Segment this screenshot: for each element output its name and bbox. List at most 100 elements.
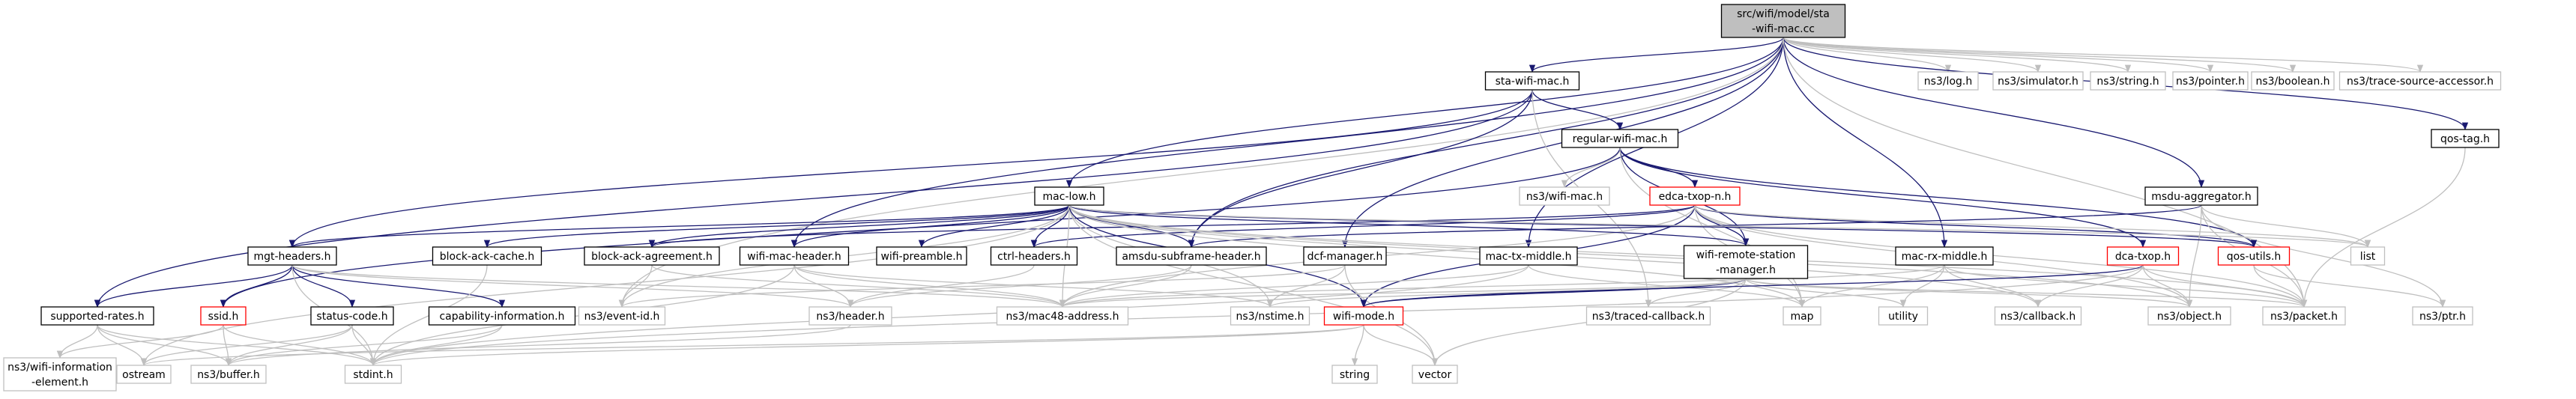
edge-layer <box>56 37 2469 367</box>
edge-mgt-headers-to-ns3-mac48-address <box>291 264 1065 308</box>
edge-dca-txop-to-ns3-packet <box>2142 264 2308 308</box>
node-box <box>1683 245 1809 279</box>
node-label: stdint.h <box>353 369 393 381</box>
node-label: block-ack-agreement.h <box>591 251 713 263</box>
node-ns3-boolean[interactable]: ns3/boolean.h <box>2251 71 2335 91</box>
node-ssid[interactable]: ssid.h <box>200 306 247 326</box>
node-box <box>2147 306 2231 326</box>
node-ns3-header[interactable]: ns3/header.h <box>808 306 892 326</box>
node-stdint[interactable]: stdint.h <box>344 365 402 384</box>
edge-supported-rates-to-ns3-buffer <box>97 324 232 367</box>
edge-mac-low-to-ctrl-headers <box>1030 204 1070 249</box>
node-label: ns3/ptr.h <box>2419 311 2466 323</box>
node-map[interactable]: map <box>1783 306 1821 326</box>
node-mac-tx-middle[interactable]: mac-tx-middle.h <box>1479 246 1578 266</box>
node-wifi-mode[interactable]: wifi-mode.h <box>1323 306 1404 326</box>
node-ctrl-headers[interactable]: ctrl-headers.h <box>990 246 1078 266</box>
node-box <box>2217 246 2291 266</box>
node-utility[interactable]: utility <box>1878 306 1929 326</box>
node-ns3-wifi-information-element[interactable]: ns3/wifi-information-element.h <box>3 357 117 392</box>
node-ns3-pointer[interactable]: ns3/pointer.h <box>2172 71 2249 91</box>
node-supported-rates[interactable]: supported-rates.h <box>40 306 154 326</box>
node-capability-information[interactable]: capability-information.h <box>428 306 576 326</box>
node-wifi-mac-header[interactable]: wifi-mac-header.h <box>739 246 850 266</box>
node-ns3-callback[interactable]: ns3/callback.h <box>1994 306 2082 326</box>
node-box <box>2090 71 2166 91</box>
node-label: msdu-aggregator.h <box>2151 191 2251 203</box>
edge-edca-txop-n-to-block-ack-agreement <box>649 204 1696 249</box>
node-mac-rx-middle[interactable]: mac-rx-middle.h <box>1895 246 1994 266</box>
node-ns3-simulator[interactable]: ns3/simulator.h <box>1992 71 2084 91</box>
node-vector[interactable]: vector <box>1412 365 1458 384</box>
edge-dcf-manager-to-ns3-event-id <box>619 264 1346 308</box>
node-ns3-event-id[interactable]: ns3/event-id.h <box>578 306 666 326</box>
node-box <box>3 357 117 392</box>
node-ns3-ptr[interactable]: ns3/ptr.h <box>2412 306 2473 326</box>
edge-ssid-to-ns3-wifi-information-element <box>56 324 224 359</box>
node-label: string <box>1340 369 1370 381</box>
edge-msdu-aggregator-to-ns3-ptr <box>2201 204 2446 308</box>
node-dca-txop[interactable]: dca-txop.h <box>2106 246 2180 266</box>
edge-wifi-mode-to-string <box>1351 324 1364 367</box>
node-block-ack-agreement[interactable]: block-ack-agreement.h <box>584 246 720 266</box>
node-box <box>1917 71 1979 91</box>
node-box <box>1585 306 1711 326</box>
node-ns3-mac48-address[interactable]: ns3/mac48-address.h <box>996 306 1129 326</box>
edge-mgt-headers-to-supported-rates <box>94 264 293 308</box>
node-box <box>2144 186 2258 206</box>
edge-wifi-remote-station-manager-to-ns3-traced-callback <box>1645 278 1747 308</box>
node-msdu-aggregator[interactable]: msdu-aggregator.h <box>2144 186 2258 206</box>
node-box <box>2172 71 2249 91</box>
edge-mac-low-to-vector <box>1068 204 1439 367</box>
node-status-code[interactable]: status-code.h <box>310 306 394 326</box>
node-box <box>1992 71 2084 91</box>
edge-mac-low-to-map <box>1068 204 1806 308</box>
node-block-ack-cache[interactable]: block-ack-cache.h <box>432 246 542 266</box>
node-label: ns3/mac48-address.h <box>1006 311 1119 323</box>
node-ns3-wifi-mac[interactable]: ns3/wifi-mac.h <box>1519 186 1610 206</box>
node-string[interactable]: string <box>1331 365 1378 384</box>
edge-sta-wifi-mac-to-supported-rates <box>94 89 1533 308</box>
node-label: ns3/simulator.h <box>1998 76 2078 88</box>
edge-mgt-headers-to-ns3-header <box>291 264 853 308</box>
node-ns3-object[interactable]: ns3/object.h <box>2147 306 2231 326</box>
edge-mac-rx-middle-to-ns3-mac48-address <box>1059 264 1945 308</box>
node-box <box>1994 306 2082 326</box>
node-sta-wifi-mac[interactable]: sta-wifi-mac.h <box>1484 71 1580 91</box>
node-dcf-manager[interactable]: dcf-manager.h <box>1303 246 1387 266</box>
edge-mgt-headers-to-capability-information <box>291 264 506 308</box>
node-edca-txop-n[interactable]: edca-txop-n.h <box>1649 186 1741 206</box>
node-ns3-traced-callback[interactable]: ns3/traced-callback.h <box>1585 306 1711 326</box>
node-mgt-headers[interactable]: mgt-headers.h <box>247 246 337 266</box>
edge-amsdu-subframe-header-to-ns3-mac48-address <box>1059 264 1192 308</box>
node-ns3-buffer[interactable]: ns3/buffer.h <box>190 365 267 384</box>
node-ns3-log[interactable]: ns3/log.h <box>1917 71 1979 91</box>
node-label: utility <box>1888 311 1918 323</box>
node-label: ns3/log.h <box>1924 76 1972 88</box>
node-qos-utils[interactable]: qos-utils.h <box>2217 246 2291 266</box>
node-qos-tag[interactable]: qos-tag.h <box>2431 129 2500 148</box>
edge-sta-wifi-mac-to-regular-wifi-mac <box>1532 89 1624 131</box>
node-label: ns3/object.h <box>2157 311 2222 323</box>
node-wifi-remote-station-manager[interactable]: wifi-remote-station-manager.h <box>1683 245 1809 279</box>
node-amsdu-subframe-header[interactable]: amsdu-subframe-header.h <box>1116 246 1267 266</box>
node-mac-low[interactable]: mac-low.h <box>1034 186 1104 206</box>
node-list[interactable]: list <box>2350 246 2386 266</box>
node-ns3-packet[interactable]: ns3/packet.h <box>2262 306 2346 326</box>
node-label: ctrl-headers.h <box>997 251 1071 263</box>
node-ns3-nstime[interactable]: ns3/nstime.h <box>1230 306 1310 326</box>
node-ostream[interactable]: ostream <box>116 365 172 384</box>
node-regular-wifi-mac[interactable]: regular-wifi-mac.h <box>1561 129 1679 148</box>
edge-wifi-mode-to-stdint <box>370 324 1364 367</box>
node-ns3-string[interactable]: ns3/string.h <box>2090 71 2166 91</box>
node-label: ns3/header.h <box>816 311 884 323</box>
edge-mac-low-to-wifi-mac-header <box>790 204 1070 249</box>
node-box <box>1649 186 1741 206</box>
node-wifi-preamble[interactable]: wifi-preamble.h <box>876 246 967 266</box>
edge-capability-information-to-stdint <box>369 324 503 367</box>
node-label: ns3/wifi-information <box>7 362 112 374</box>
node-root[interactable]: src/wifi/model/sta-wifi-mac.cc <box>1720 4 1846 38</box>
edge-mac-low-to-list <box>1068 204 2371 249</box>
node-label: ns3/pointer.h <box>2176 76 2245 88</box>
node-ns3-tsa[interactable]: ns3/trace-source-accessor.h <box>2338 71 2502 91</box>
